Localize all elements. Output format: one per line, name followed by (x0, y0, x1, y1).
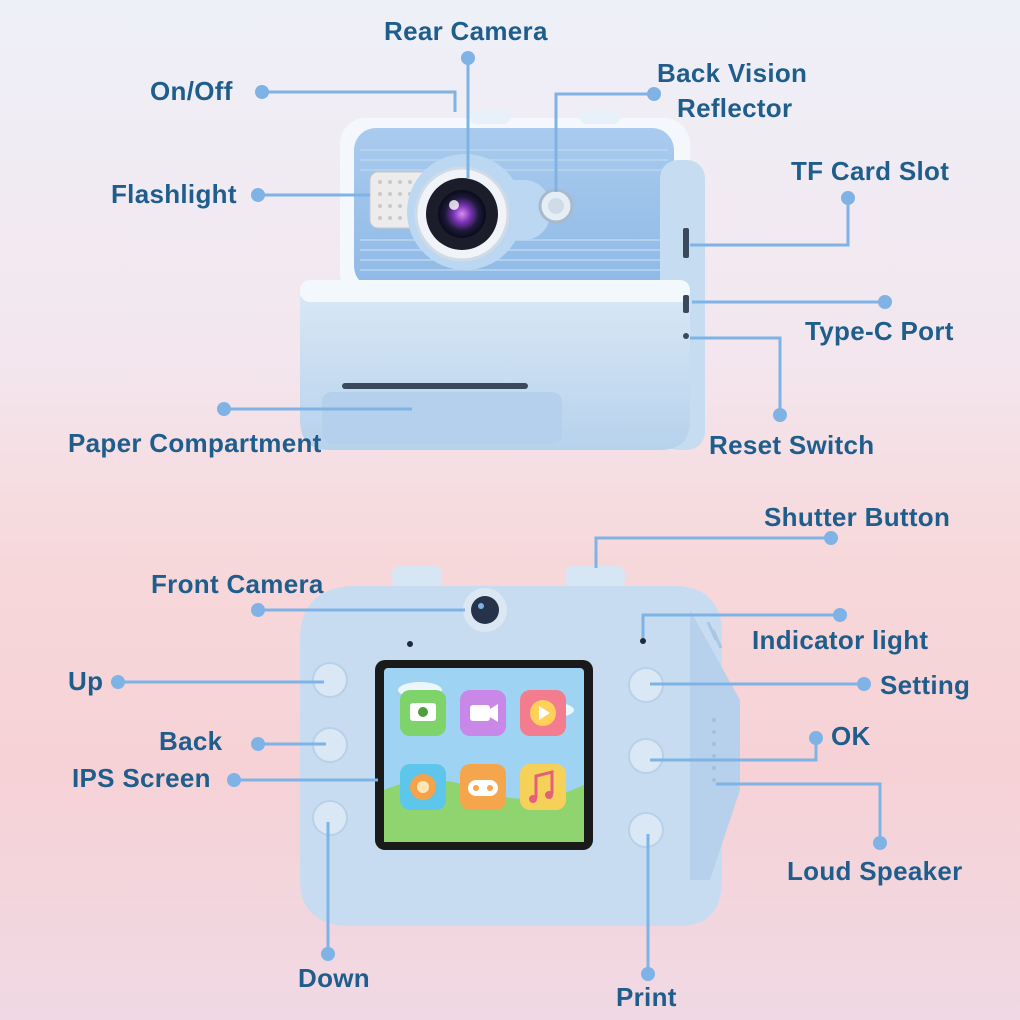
shutter-button-label: Shutter Button (764, 502, 951, 532)
ips-screen-label: IPS Screen (72, 763, 211, 793)
type-c-port-label: Type-C Port (805, 316, 954, 346)
up-button[interactable] (312, 662, 348, 698)
setting-label: Setting (880, 670, 971, 700)
back-vision-reflector-label-line2: Reflector (677, 93, 793, 123)
on-off-label: On/Off (150, 76, 233, 106)
down-button[interactable] (312, 800, 348, 836)
ok-label: OK (831, 721, 871, 751)
back-vision-reflector-label-line1: Back Vision (657, 58, 808, 88)
indicator-light-label: Indicator light (752, 625, 929, 655)
indicator-light-dot (640, 638, 646, 644)
tf-card-slot-label: TF Card Slot (791, 156, 950, 186)
video-app-icon (460, 690, 506, 736)
flashlight-label: Flashlight (111, 179, 237, 209)
down-label: Down (298, 963, 370, 993)
music-app-icon (520, 764, 566, 810)
ok-button[interactable] (628, 738, 664, 774)
camera-app-icon (400, 690, 446, 736)
front-camera-label: Front Camera (151, 569, 324, 599)
print-label: Print (616, 982, 677, 1012)
reset-switch-label: Reset Switch (709, 430, 875, 460)
game-app-icon (460, 764, 506, 810)
settings-app-icon (400, 764, 446, 810)
print-button[interactable] (628, 812, 664, 848)
paper-compartment-label: Paper Compartment (68, 428, 322, 458)
back-label: Back (159, 726, 223, 756)
rear-camera-lens-icon (407, 154, 550, 270)
mic-hole (407, 641, 413, 647)
up-label: Up (68, 666, 104, 696)
front-camera-icon (463, 588, 507, 632)
play-app-icon (520, 690, 566, 736)
rear-camera-label: Rear Camera (384, 16, 548, 46)
loud-speaker-label: Loud Speaker (787, 856, 963, 886)
